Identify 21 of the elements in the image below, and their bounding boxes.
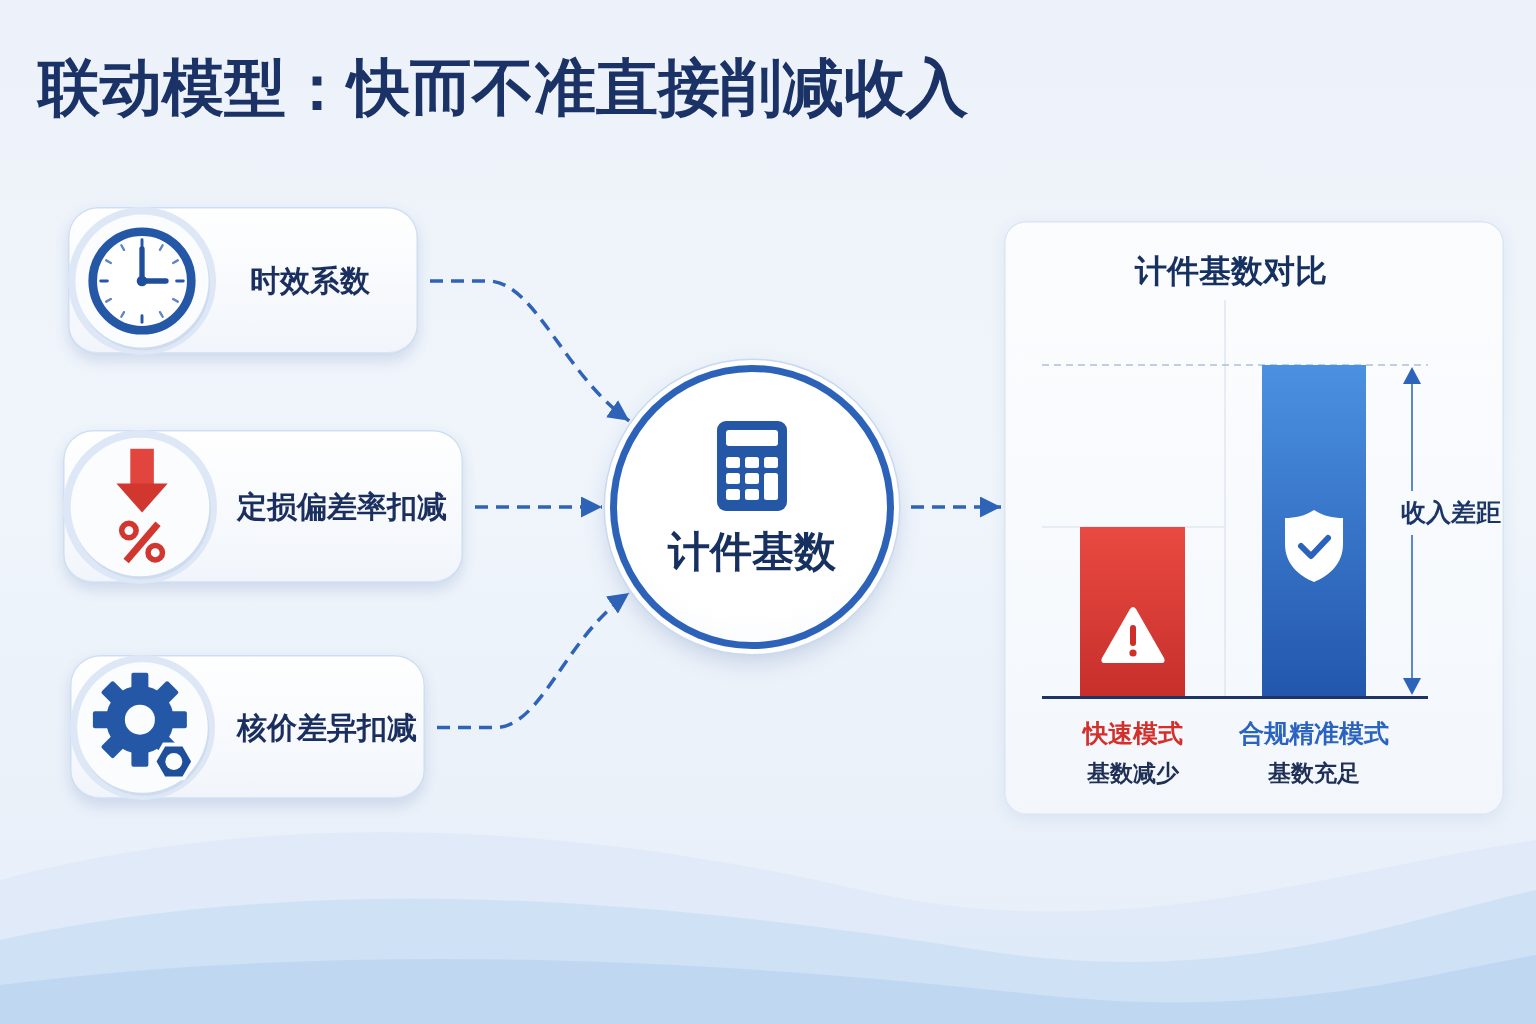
card-label: 定损偏差率扣减 xyxy=(237,491,447,523)
arrow xyxy=(437,591,631,730)
dimension-label: 收入差距 xyxy=(1401,499,1501,527)
arrow xyxy=(475,496,602,518)
bar-label: 基数充足 xyxy=(1268,760,1360,786)
arrow xyxy=(911,496,1001,518)
card xyxy=(68,207,418,355)
panel-title: 计件基数对比 xyxy=(1135,255,1327,289)
title: 联动模型：快而不准直接削减收入 xyxy=(38,55,968,121)
card xyxy=(70,655,425,800)
bar xyxy=(1262,365,1366,696)
circle-label: 计件基数 xyxy=(668,529,836,575)
arrow xyxy=(430,279,631,423)
bar xyxy=(1080,527,1185,696)
chart-panel xyxy=(1004,221,1504,815)
card-label: 核价差异扣减 xyxy=(237,711,417,744)
bar-label: 快速模式 xyxy=(1082,720,1183,748)
bar-label: 基数减少 xyxy=(1086,760,1179,786)
card xyxy=(63,430,463,584)
bar-label: 合规精准模式 xyxy=(1239,720,1389,748)
card-label: 时效系数 xyxy=(250,265,370,297)
